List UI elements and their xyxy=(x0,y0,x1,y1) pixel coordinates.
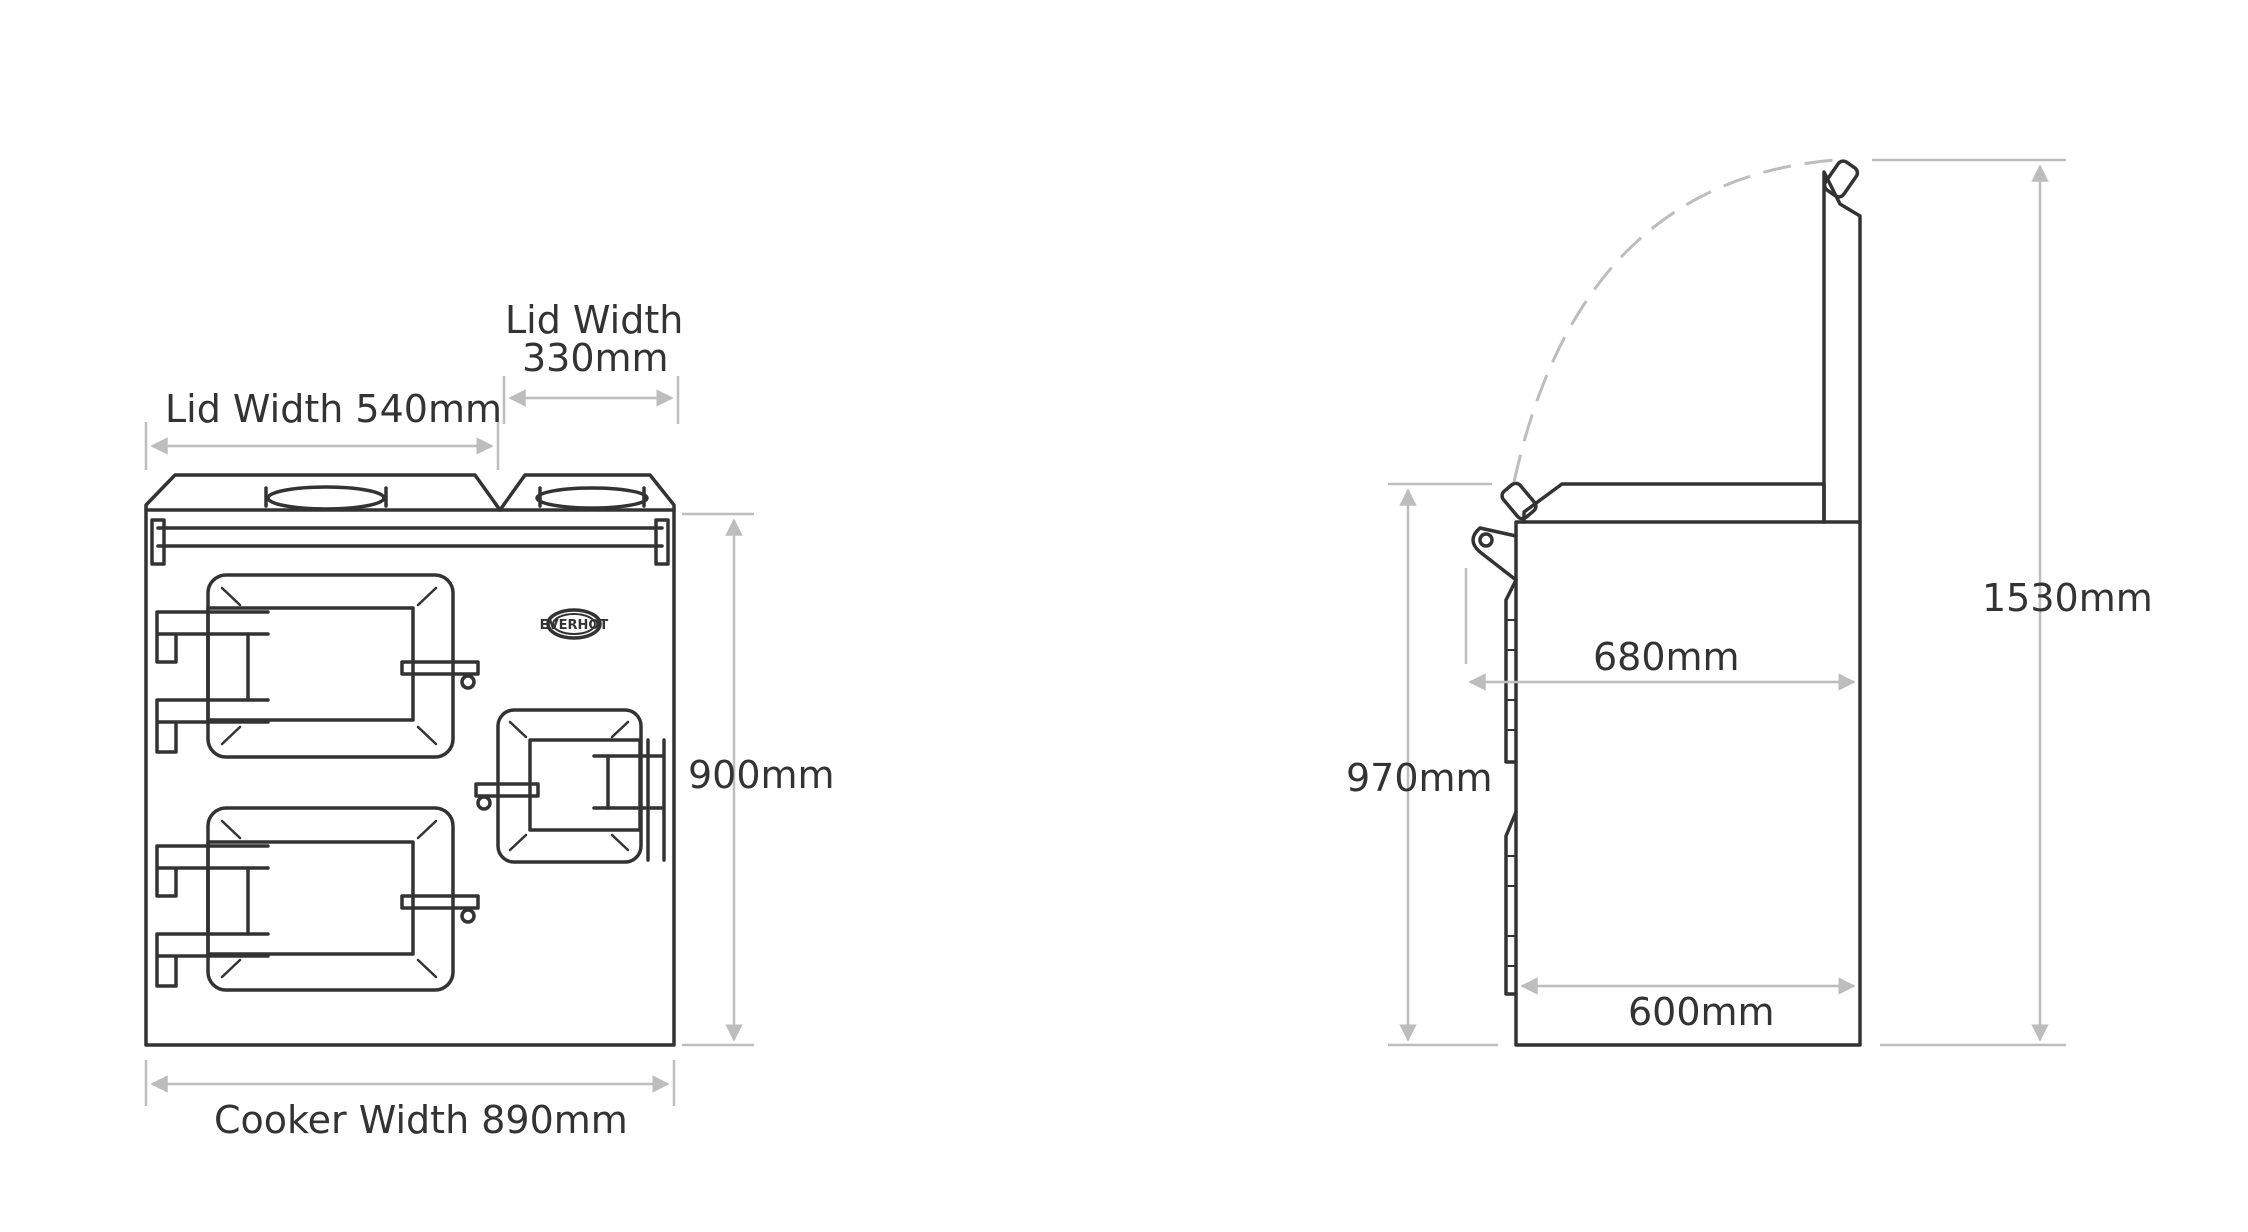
lid-width-left-label: Lid Width 540mm xyxy=(165,387,502,431)
cooker-body-front xyxy=(144,508,676,1047)
front-height-label: 900mm xyxy=(688,753,835,797)
right-hotplate-lid xyxy=(498,473,676,512)
oven-door-top-left xyxy=(155,573,480,759)
door-hinge-ticks xyxy=(1506,619,1516,967)
base-depth-label: 600mm xyxy=(1628,990,1775,1034)
front-dimension-lines xyxy=(144,376,754,1106)
open-lid xyxy=(1822,170,1862,524)
oven-door-right xyxy=(474,708,666,864)
side-height-970-label: 970mm xyxy=(1346,756,1493,800)
cooker-body-side xyxy=(1514,520,1862,1047)
side-door-profile-lower xyxy=(1504,810,1518,996)
left-hotplate-lid xyxy=(144,473,502,512)
side-top-surface xyxy=(1522,482,1826,524)
lid-width-right-label-line1: Lid Width xyxy=(505,298,684,342)
front-lid-handle xyxy=(1500,481,1538,521)
side-dimension-lines xyxy=(1388,158,2066,1047)
top-depth-label: 680mm xyxy=(1593,635,1740,679)
side-view-cooker xyxy=(1471,158,1862,1047)
lid-swing-arc xyxy=(1512,158,1837,483)
front-view-cooker: EVERHOT xyxy=(144,473,676,1047)
side-height-1530-label: 1530mm xyxy=(1982,576,2153,620)
rail-bracket xyxy=(1471,526,1518,582)
open-lid-handle xyxy=(1822,159,1860,199)
oven-door-bottom-left xyxy=(155,806,480,992)
lid-width-right-label-line2: 330mm xyxy=(522,336,669,380)
cooker-width-label: Cooker Width 890mm xyxy=(214,1098,628,1142)
left-lid-handle xyxy=(264,485,388,511)
right-lid-handle xyxy=(535,486,649,510)
everhot-logo: EVERHOT xyxy=(540,608,609,640)
towel-rail xyxy=(150,518,670,566)
svg-text:EVERHOT: EVERHOT xyxy=(540,618,609,633)
